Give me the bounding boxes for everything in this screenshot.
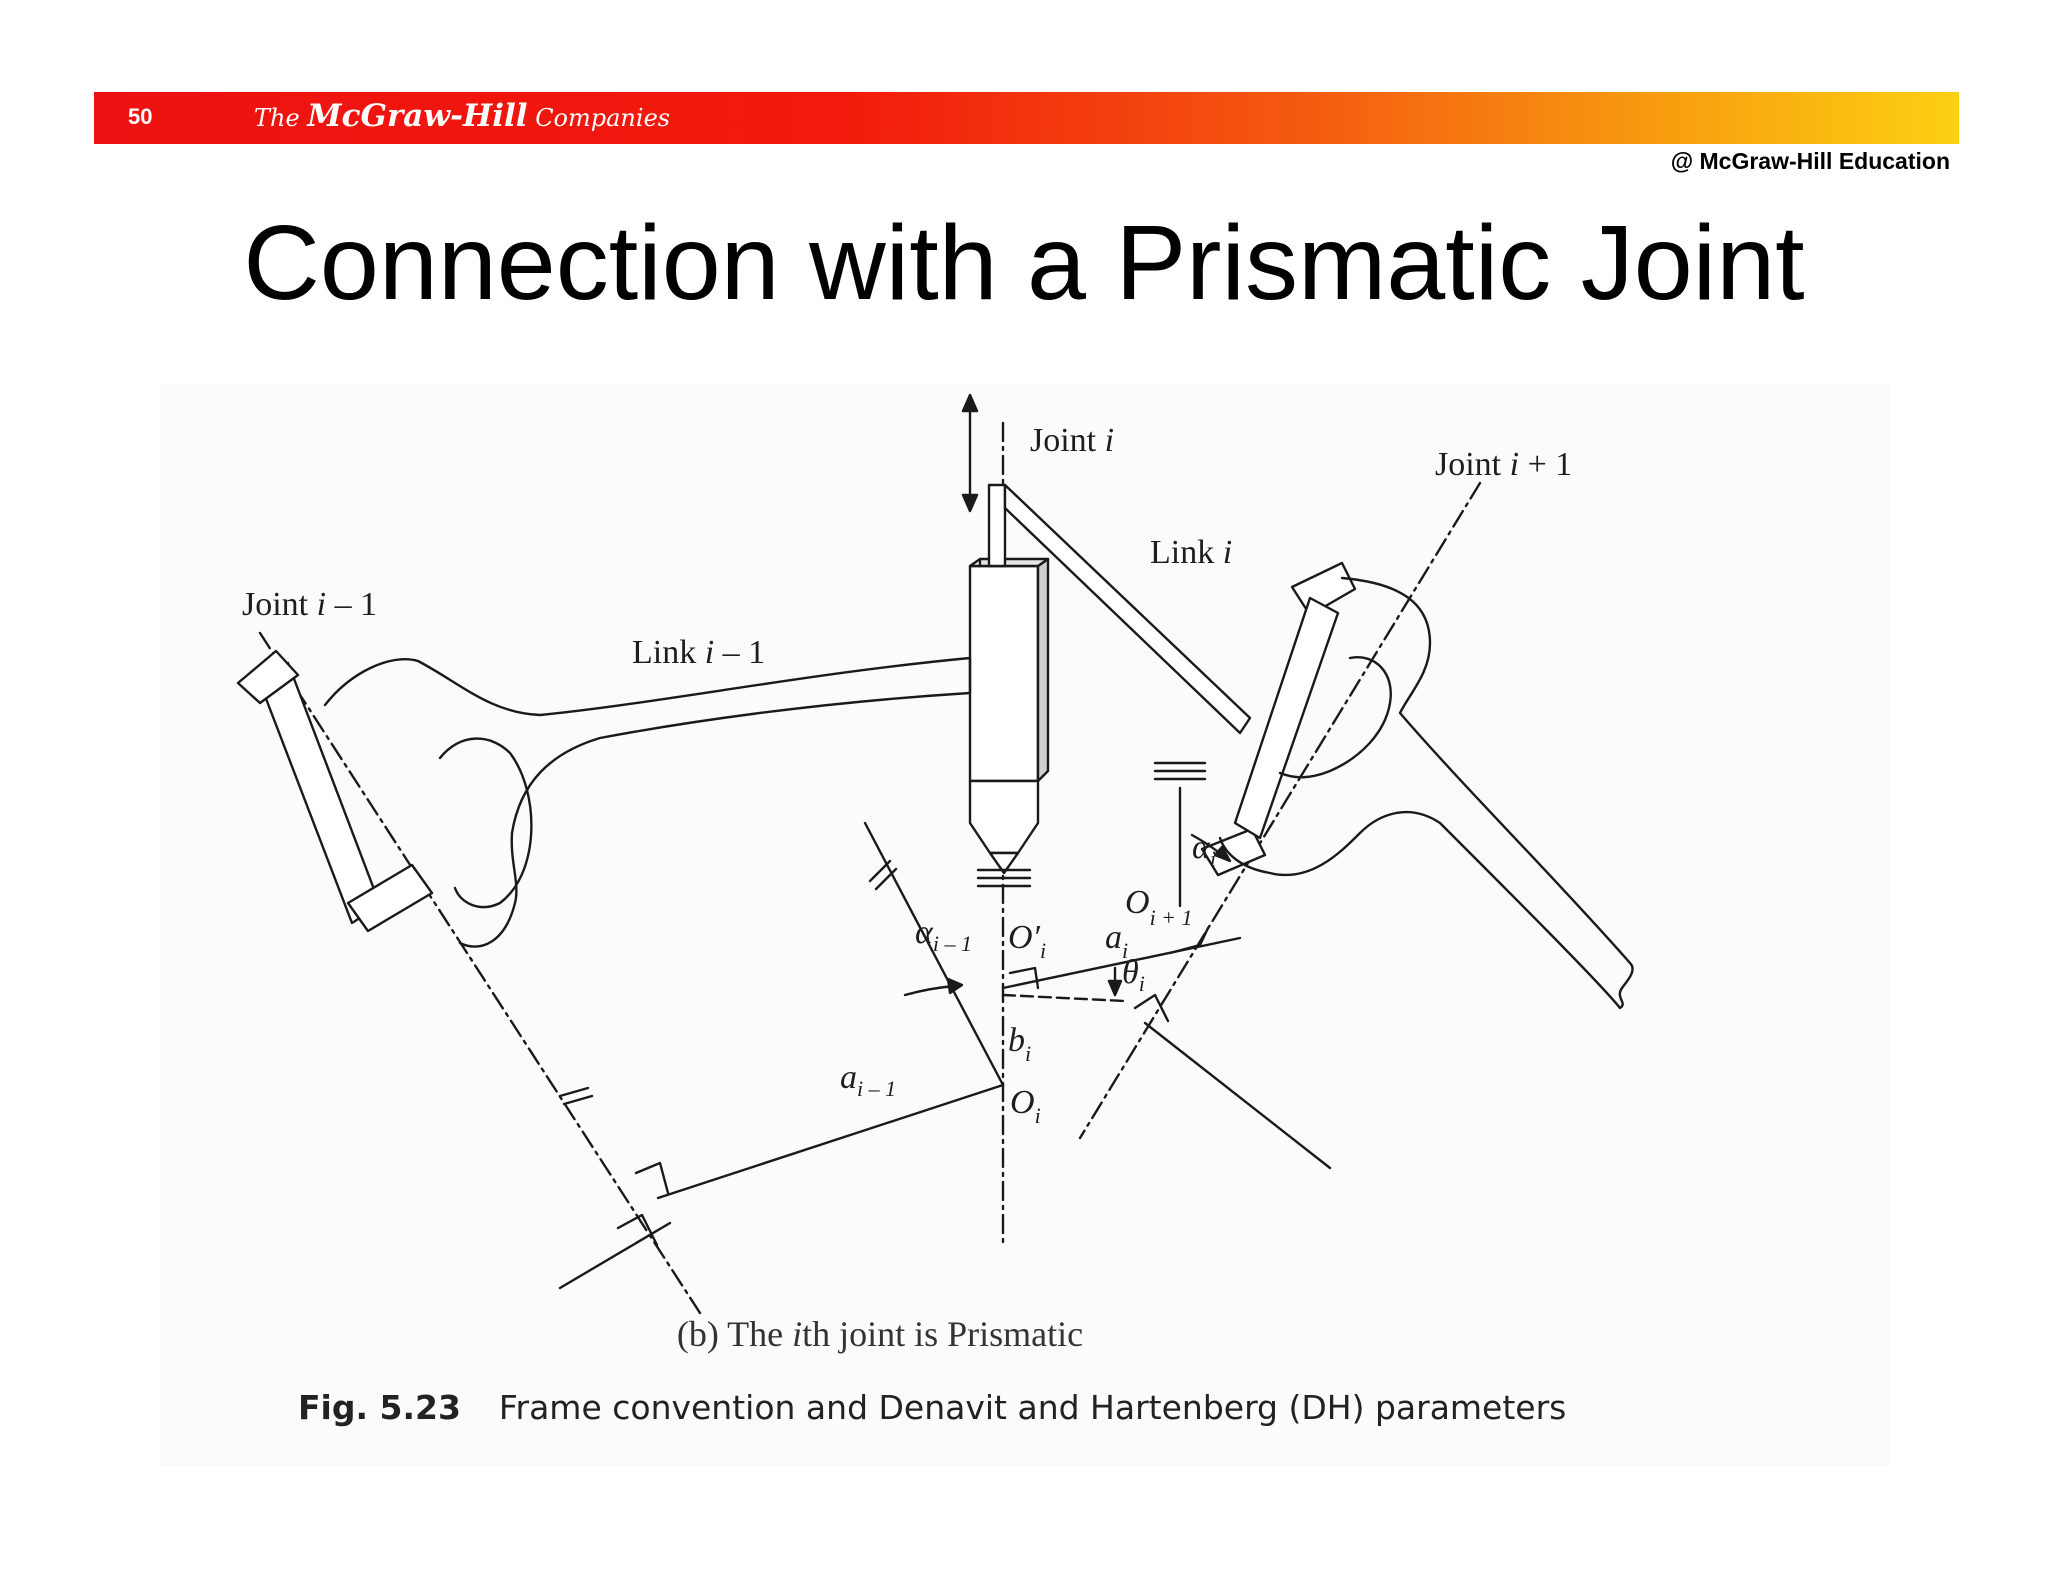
figure-subcaption: (b) The ith joint is Prismatic [676,1314,1084,1354]
joint-i-plus-1-axis [1078,481,1482,1140]
normal-a-i-minus-1 [656,1083,1005,1200]
label-a-i-minus-1: ai – 1 [840,1059,896,1101]
label-o-i-plus-1: Oi + 1 [1125,884,1193,930]
page-title: Connection with a Prismatic Joint [243,204,1805,322]
label-o-i: Oi [1010,1084,1041,1128]
label-joint-i: Joint i [1030,422,1114,459]
copyright-notice: @ McGraw-Hill Education [1670,148,1950,174]
label-link-i-minus-1: Link i – 1 [632,634,765,671]
figure-number: Fig. 5.23 [298,1388,461,1427]
figure-caption-text: Frame convention and Denavit and Hartenb… [498,1388,1567,1427]
label-a-i: ai [1105,919,1128,963]
label-joint-i-minus-1: Joint i – 1 [242,586,377,623]
label-alpha-i-minus-1: αi – 1 [915,914,972,956]
page-number: 50 [128,104,153,129]
label-o-prime-i: O′i [1008,919,1046,963]
joint-i-minus-1-axis [258,631,702,1315]
label-joint-i-plus-1: Joint i + 1 [1435,446,1572,483]
label-b-i: bi [1008,1022,1031,1066]
label-link-i: Link i [1150,534,1232,571]
figure-panel: Joint i Joint i + 1 Joint i – 1 Link i L… [160,383,1890,1466]
publisher-logo: The McGraw-Hill Companies [254,98,671,134]
normal-a-i [1001,936,1242,990]
label-alpha-i: αi [1192,829,1216,871]
label-theta-i: θi [1122,954,1145,996]
dh-diagram: Joint i Joint i + 1 Joint i – 1 Link i L… [236,393,1634,1315]
figure-caption: Fig. 5.23 Frame convention and Denavit an… [298,1388,1566,1427]
header-bar: 50 The McGraw-Hill Companies [94,92,1959,144]
